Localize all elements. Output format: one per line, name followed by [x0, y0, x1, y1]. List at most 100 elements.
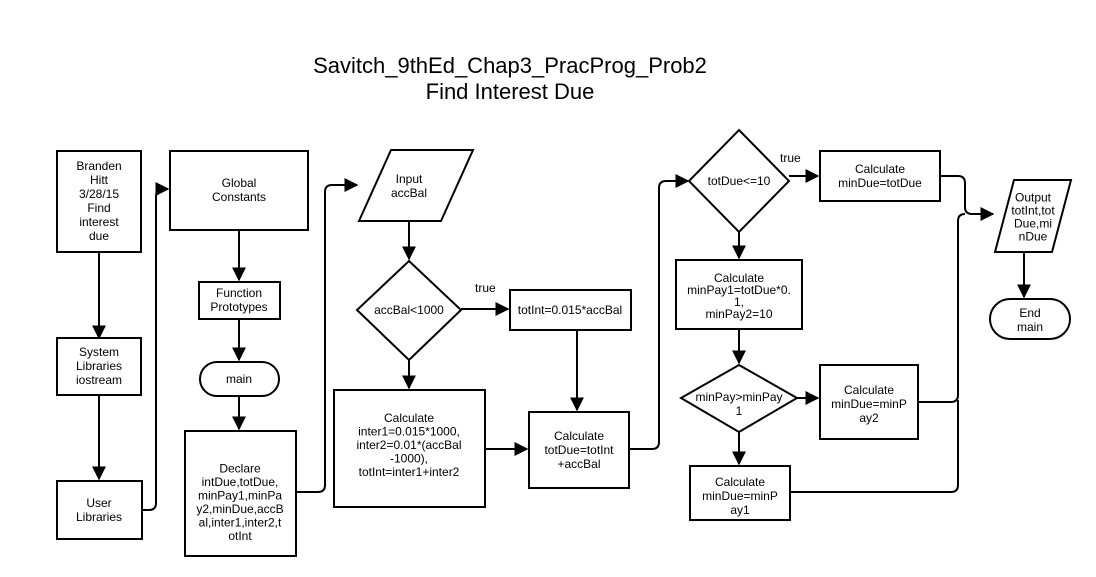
label-line: Function — [216, 286, 262, 300]
global-constants-box — [169, 150, 309, 231]
edge-mindue3-to-output — [790, 400, 959, 493]
label-line: 1, — [734, 295, 744, 309]
label-line: otInt — [228, 529, 252, 543]
label-line: 1 — [736, 404, 743, 418]
label-line: Calculate — [554, 429, 604, 443]
label-line: Libraries — [76, 510, 122, 524]
label-line: nDue — [1019, 230, 1048, 244]
label-line: Calculate — [855, 162, 905, 176]
edge-label-true-dec1: true — [475, 281, 496, 295]
label-line: End — [1019, 306, 1040, 320]
label-line: Global — [222, 176, 257, 190]
label-line: iostream — [76, 373, 122, 387]
label-line: Due,mi — [1014, 217, 1052, 231]
edge-mindue1-to-output — [940, 175, 995, 221]
label-line: Hitt — [90, 173, 109, 187]
label-line: inter2=0.01*(accBal — [356, 438, 461, 452]
label-line: accBal — [391, 186, 427, 200]
edge-userlib-to-globals — [142, 182, 170, 511]
decision-accbal-diamond — [355, 259, 463, 362]
label-line: al,inter1,inter2,t — [199, 515, 282, 529]
label-line: Output — [1015, 191, 1052, 205]
label-line: Input — [396, 172, 423, 186]
label-line: Libraries — [76, 359, 122, 373]
mindue-totdue-box — [819, 150, 941, 202]
label-line: Calculate — [384, 411, 434, 425]
label-line: totInt,tot — [1011, 204, 1055, 218]
main-terminator-label: main — [226, 372, 252, 386]
label-line: totDue=totInt — [544, 443, 614, 457]
edge-declare-to-input — [296, 178, 359, 493]
label-line: minDue=totDue — [838, 176, 922, 190]
label-line: totDue<=10 — [708, 174, 771, 188]
system-libraries-box — [56, 337, 142, 396]
label-line: Constants — [212, 190, 266, 204]
header-box — [56, 150, 142, 253]
diagram-subtitle: Find Interest Due — [426, 79, 595, 104]
label-line: Prototypes — [210, 300, 267, 314]
label-line: User — [86, 496, 111, 510]
label-line: minDue=minP — [831, 397, 907, 411]
label-line: main — [226, 372, 252, 386]
edge-label-true-dec2: true — [780, 151, 801, 165]
main-terminator — [199, 361, 280, 397]
totint-box — [509, 289, 632, 331]
user-libraries-box — [56, 480, 143, 540]
decision-minpay-diamond — [679, 363, 799, 434]
decision-totdue-label: totDue<=10 — [708, 174, 771, 188]
label-line: intDue,totDue, — [202, 475, 279, 489]
label-line: +accBal — [557, 457, 600, 471]
connectors — [92, 169, 1031, 511]
label-line: totInt=0.015*accBal — [518, 303, 622, 317]
decision-accbal-label: accBal<1000 — [374, 303, 444, 317]
calc-inter-box — [333, 389, 486, 508]
label-line: Declare — [219, 461, 261, 475]
label-line: Calculate — [844, 383, 894, 397]
label-line: totInt=inter1+inter2 — [359, 465, 460, 479]
decision-totdue-diamond — [687, 128, 791, 234]
label-line: minPay1,minPa — [198, 488, 282, 502]
label-line: System — [79, 345, 119, 359]
end-main-terminator — [989, 298, 1071, 340]
label-line: interest — [79, 215, 119, 229]
edge-mindue2-to-output — [918, 213, 966, 403]
label-line: y2,minDue,accB — [196, 502, 283, 516]
label-line: minPay>minPay — [695, 390, 782, 404]
label-line: -1000), — [390, 452, 428, 466]
calc-minpay-box — [675, 259, 803, 330]
label-line: 3/28/15 — [79, 187, 119, 201]
label-line: ay2 — [859, 411, 879, 425]
label-line: accBal<1000 — [374, 303, 444, 317]
label-line: minDue=minP — [702, 489, 778, 503]
function-prototypes-box — [198, 281, 281, 320]
diagram-title: Savitch_9thEd_Chap3_PracProg_Prob2 — [313, 53, 707, 78]
calc-totdue-box — [528, 411, 630, 489]
mindue-minpay2-box — [819, 364, 919, 440]
label-line: Calculate — [715, 475, 765, 489]
input-accbal-parallelogram — [357, 149, 475, 222]
label-line: ay1 — [730, 503, 750, 517]
edge-calcdue-to-dec2 — [629, 174, 690, 450]
label-line: main — [1017, 320, 1043, 334]
label-line: Calculate — [714, 271, 764, 285]
totint-box-label: totInt=0.015*accBal — [518, 303, 622, 317]
label-line: Branden — [76, 159, 121, 173]
declare-box — [184, 430, 297, 557]
label-line: minPay2=10 — [705, 307, 772, 321]
